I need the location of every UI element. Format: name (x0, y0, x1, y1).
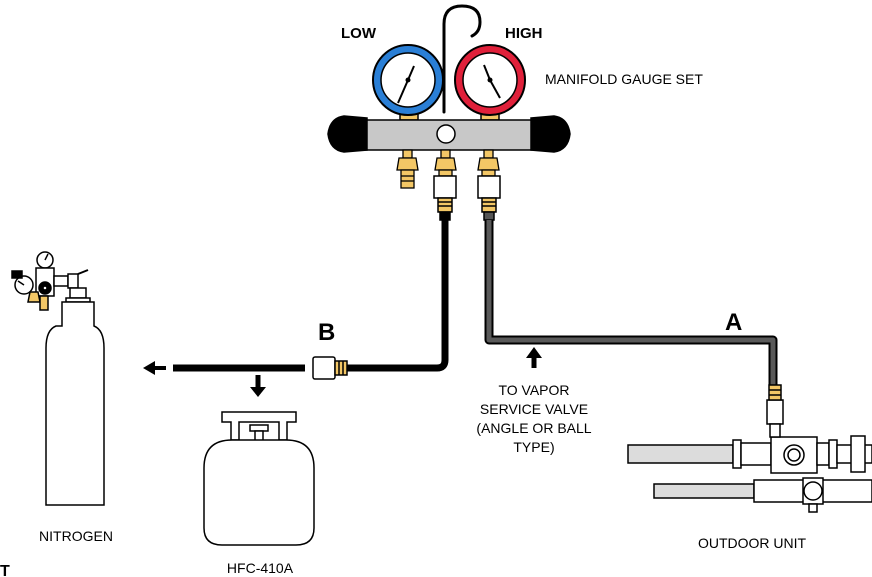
low-side-hose (343, 220, 449, 372)
vapor-valve-note-line4: TYPE) (513, 439, 554, 455)
outdoor-unit-label: OUTDOOR UNIT (698, 535, 807, 551)
hose-label-a: A (725, 309, 742, 336)
high-side-knob (530, 115, 571, 153)
high-hose-coupler (477, 175, 501, 221)
coupler-b (312, 356, 348, 380)
nitrogen-cylinder-body (45, 301, 105, 506)
low-pressure-gauge (372, 44, 444, 116)
low-label: LOW (341, 25, 377, 42)
manifold-ports (396, 149, 500, 189)
manifold-gauge-set (327, 4, 571, 221)
low-side-knob (327, 115, 368, 153)
cut-off-text: T (0, 563, 10, 577)
refrigerant-cylinder (203, 411, 315, 546)
coupler-label-b: B (318, 319, 335, 346)
manifold-sight-glass (436, 124, 456, 144)
refrigerant-cylinder-body (203, 439, 315, 546)
outdoor-unit-valves (627, 384, 872, 513)
refrigerant-label: HFC-410A (227, 560, 294, 576)
vapor-valve-note-line1: TO VAPOR (498, 382, 569, 398)
manifold-label: MANIFOLD GAUGE SET (545, 71, 703, 87)
arrow-left-icon (143, 361, 166, 375)
refrigerant-cylinder-handle (221, 411, 297, 441)
nitrogen-cylinder (11, 251, 105, 506)
low-hose-coupler (433, 175, 457, 221)
manifold-hook (442, 4, 482, 114)
arrow-down-icon (250, 375, 266, 397)
high-label: HIGH (505, 25, 543, 42)
nitrogen-label: NITROGEN (39, 528, 113, 544)
nitrogen-regulator (11, 251, 89, 311)
high-pressure-gauge (454, 44, 526, 116)
vapor-valve-note-line3: (ANGLE OR BALL (476, 420, 591, 436)
arrow-up-icon (526, 347, 542, 368)
vapor-valve-note-line2: SERVICE VALVE (480, 401, 588, 417)
